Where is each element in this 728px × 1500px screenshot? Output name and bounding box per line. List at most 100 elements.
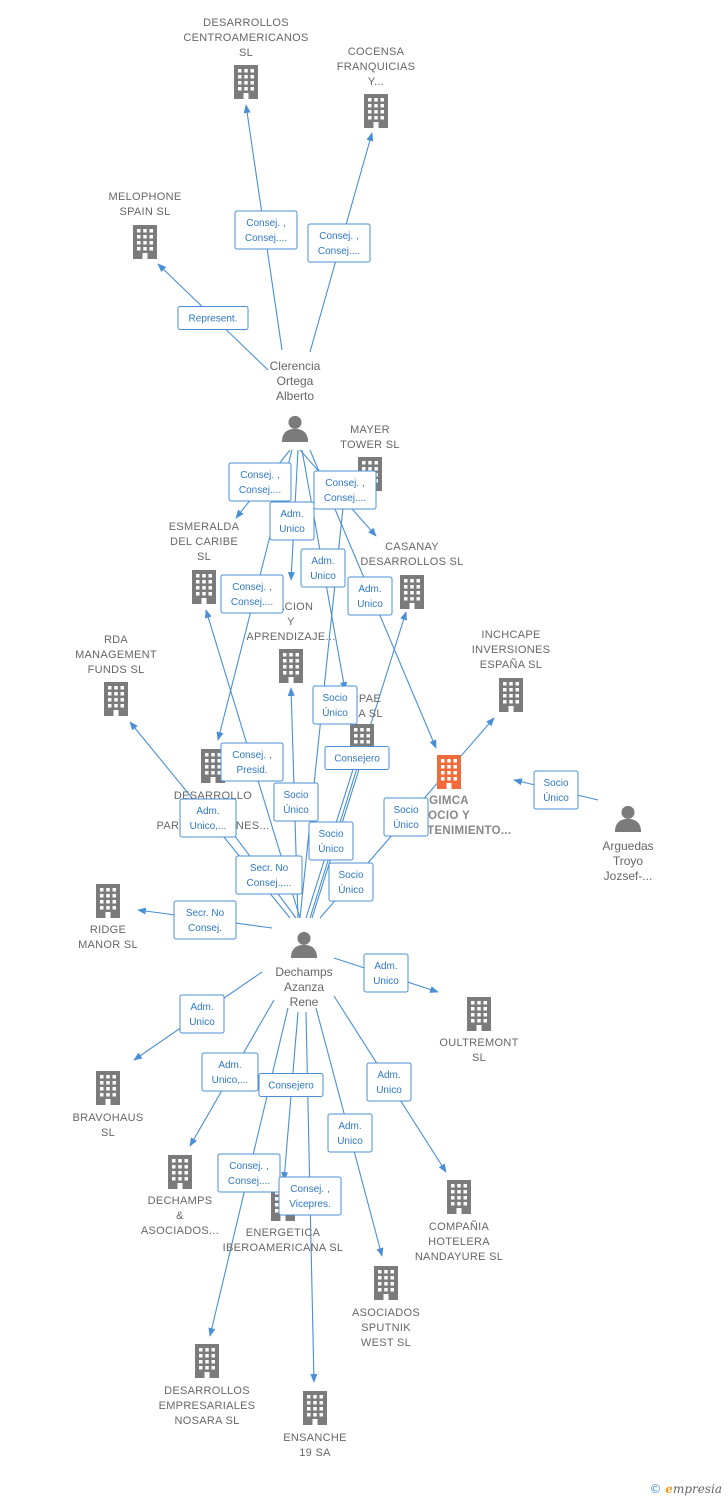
person-icon [614,805,642,832]
edge-label-e9[interactable]: Adm.Unico [347,576,393,616]
company-node-cocensa[interactable]: COCENSAFRANQUICIASY... [337,46,415,128]
edge-label-box [312,685,358,725]
edge-label-text: Consej.... [245,233,287,244]
edge-label-text: Adm. [377,1070,400,1081]
building-icon [234,65,258,99]
company-label: SL [197,551,211,563]
building-icon [133,225,157,259]
edge-label-e7[interactable]: Adm.Unico [300,548,346,588]
company-label: DESARROLLOS SL [360,556,463,568]
edge-label-e17[interactable]: Secr. NoConsej.,... [235,855,303,895]
edge-label-text: Consej.,... [246,878,291,889]
edge-label-e27[interactable]: Consej. ,Consej.... [217,1153,281,1193]
edge-label-e2[interactable]: Consej. ,Consej.... [307,223,371,263]
edge-label-e8[interactable]: Consej. ,Consej.... [220,574,284,614]
company-label: NOSARA SL [174,1415,239,1427]
edge-label-e28[interactable]: Consej. ,Vicepres. [278,1176,342,1216]
edge-label-box [366,1062,412,1102]
building-icon [499,678,523,712]
edge-label-box [228,462,292,502]
company-node-nosara[interactable]: DESARROLLOS EMPRESARIALES NOSARA SL [159,1344,256,1427]
company-label: ASOCIADOS... [141,1225,219,1237]
building-icon [364,94,388,128]
company-label: FRANQUICIAS [337,61,415,73]
edge-label-text: Consej. , [229,1161,268,1172]
company-label: CASANAY [385,541,439,553]
company-node-casanay[interactable]: CASANAY DESARROLLOS SL [360,541,463,609]
company-label: SL [472,1052,486,1064]
edge-label-e22[interactable]: Adm.Unico [179,994,225,1034]
edge-label-e14[interactable]: Adm.Unico,... [179,798,237,838]
edge-label-text: Consej.... [231,597,273,608]
person-label: Clerencia [270,359,321,373]
edge-label-e6[interactable]: Adm.Unico [269,501,315,541]
edge-label-box [273,782,319,822]
edge-label-box [308,821,354,861]
person-icon [290,931,318,958]
edge-label-e4[interactable]: Consej. ,Consej.... [228,462,292,502]
company-label: COCENSA [348,46,405,58]
edge-label-e12[interactable]: Consejero [324,746,390,770]
edge-label-text: Adm. [358,584,381,595]
edge-label-box [383,797,429,837]
edge-label-text: Vicepres. [289,1199,331,1210]
company-label: DESARROLLOS [203,17,289,29]
company-label: DESARROLLOS [164,1385,250,1397]
edge-label-box [173,900,237,940]
edge-label-e26[interactable]: Adm.Unico [327,1113,373,1153]
person-node-arguedas[interactable]: ArguedasTroyoJozsef-... [602,805,654,883]
company-label: NANDAYURE SL [415,1251,503,1263]
edge-label-text: Unico [189,1017,215,1028]
edge-label-text: Consej. , [319,231,358,242]
edge-label-e25[interactable]: Adm.Unico [366,1062,412,1102]
edge-label-text: Único [393,818,419,831]
edge-label-e3[interactable]: Represent. [177,306,249,330]
edge-label-text: Adm. [196,806,219,817]
edge-label-box [258,1073,324,1097]
company-label: SPUTNIK [361,1322,411,1334]
edge-label-text: Consej. , [325,478,364,489]
brand-logo[interactable]: empresia [665,1482,722,1496]
edge-label-e21[interactable]: Adm.Unico [363,953,409,993]
edge-label-text: Socio [543,778,568,789]
company-node-dechamps_asoc[interactable]: DECHAMPS&ASOCIADOS... [141,1155,219,1237]
company-label: EMPRESARIALES [159,1400,256,1412]
company-label: ESMERALDA [169,521,240,533]
edge-label-e24[interactable]: Consejero [258,1073,324,1097]
edge-label-box [278,1176,342,1216]
company-label: & [176,1210,184,1222]
person-label: Arguedas [602,839,653,853]
edge-label-e23[interactable]: Adm.Unico,... [201,1052,259,1092]
edge-label-text: Adm. [338,1121,361,1132]
edge-label-e11[interactable]: Consej. ,Presid. [220,742,284,782]
edge-label-text: Socio [283,790,308,801]
edge-label-text: Socio [318,829,343,840]
edge-label-e1[interactable]: Consej. ,Consej.... [234,210,298,250]
building-icon [96,884,120,918]
edge-label-box [328,862,374,902]
edge-label-e5[interactable]: Consej. ,Consej.... [313,470,377,510]
company-label: COMPAÑIA [429,1220,490,1233]
